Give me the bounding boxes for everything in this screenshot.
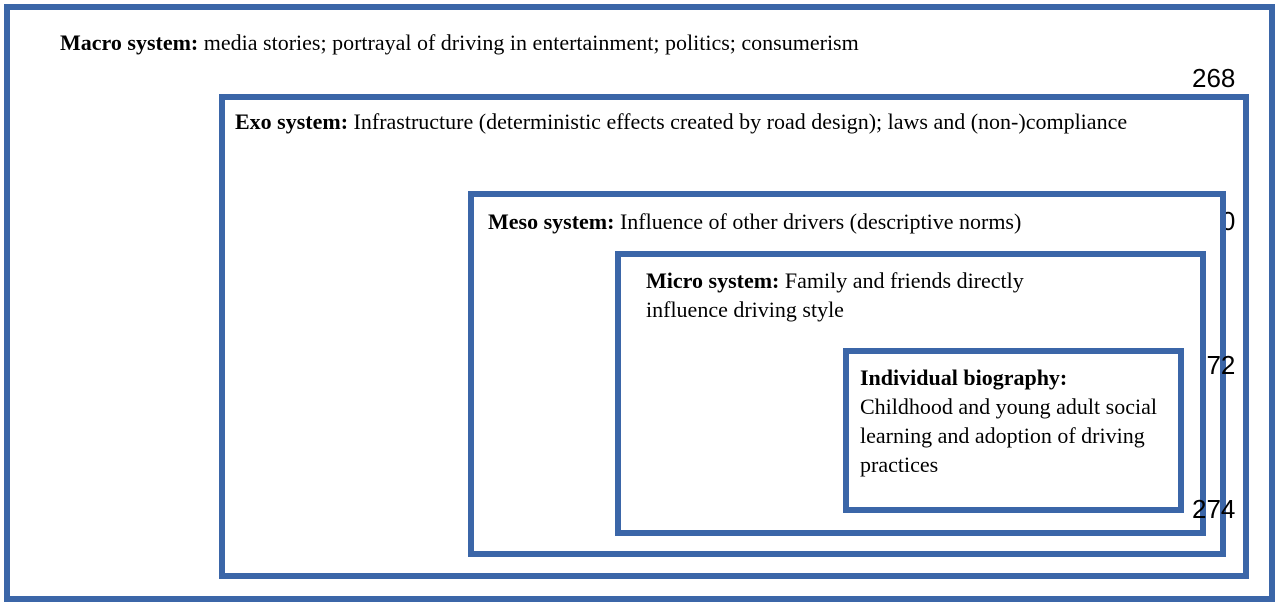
- micro-system-description: Family and friends directly influence dr…: [646, 268, 1024, 322]
- exo-system-text: Exo system: Infrastructure (deterministi…: [235, 107, 1155, 136]
- exo-system-description: Infrastructure (deterministic effects cr…: [348, 109, 1128, 134]
- individual-biography-label: Individual biography:: [860, 365, 1068, 390]
- exo-system-label: Exo system:: [235, 109, 349, 134]
- macro-system-label: Macro system:: [60, 30, 199, 55]
- macro-system-description: media stories; portrayal of driving in e…: [198, 30, 859, 55]
- individual-biography-box: [843, 348, 1184, 513]
- reference-number-268: 268: [1192, 63, 1236, 93]
- meso-system-description: Influence of other drivers (descriptive …: [614, 209, 1022, 234]
- individual-biography-text: Individual biography: Childhood and youn…: [860, 363, 1165, 479]
- individual-biography-description: Childhood and young adult social learnin…: [860, 394, 1157, 477]
- micro-system-label: Micro system:: [646, 268, 780, 293]
- meso-system-label: Meso system:: [488, 209, 615, 234]
- meso-system-text: Meso system: Influence of other drivers …: [488, 207, 1188, 236]
- micro-system-text: Micro system: Family and friends directl…: [646, 266, 1106, 324]
- reference-number-274: 274: [1192, 494, 1236, 524]
- macro-system-text: Macro system: media stories; portrayal o…: [60, 28, 1160, 57]
